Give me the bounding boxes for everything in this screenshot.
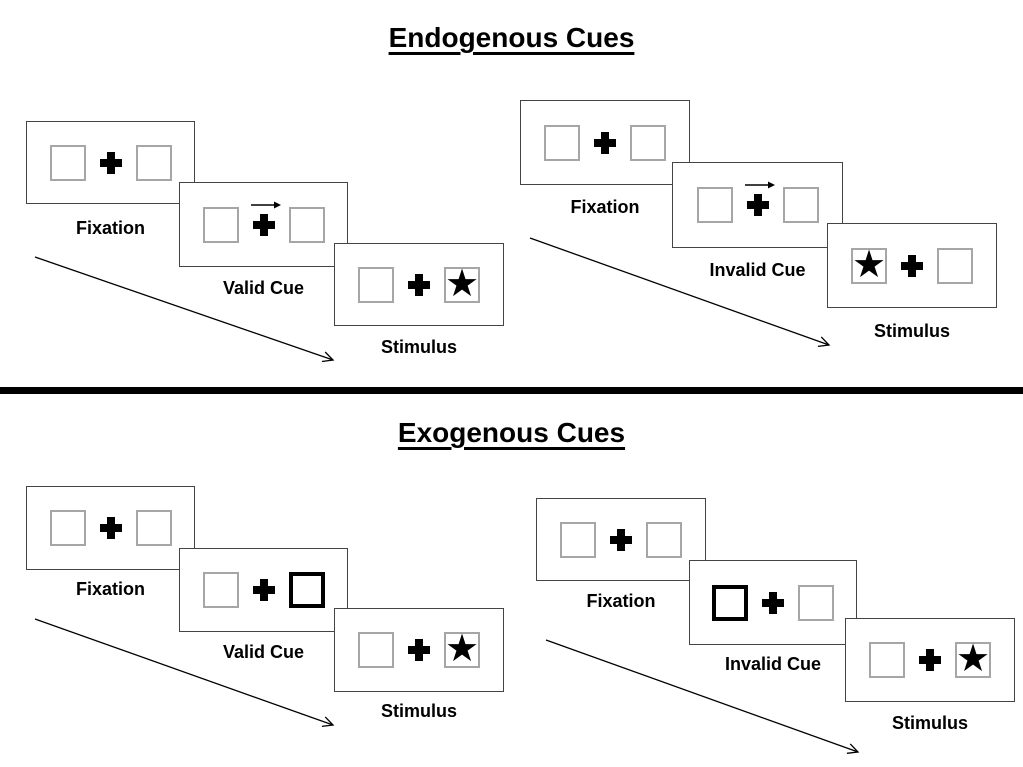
left-box: ★	[851, 241, 887, 286]
stimulus-screen: ★	[845, 618, 1015, 702]
right-box	[135, 510, 172, 546]
fixation-label: Fixation	[570, 197, 640, 217]
timeline-arrow-endogenous-invalid	[529, 237, 831, 347]
section-title-endogenous: Endogenous Cues	[388, 22, 635, 53]
fixation-cross-icon	[744, 181, 775, 216]
fixation-cross-icon	[252, 579, 275, 601]
fixation-screen	[536, 498, 706, 581]
left-box	[49, 144, 86, 181]
right-box	[798, 584, 834, 621]
left-box	[869, 642, 905, 678]
right-box	[782, 187, 819, 223]
stimulus-label: Stimulus	[873, 321, 950, 341]
right-box	[135, 144, 172, 181]
fixation-label: Fixation	[586, 591, 656, 611]
stimulus-label: Stimulus	[380, 337, 457, 357]
right-box	[630, 124, 666, 161]
right-box: ★	[955, 636, 991, 680]
left-box	[358, 266, 394, 303]
section-title-exogenous: Exogenous Cues	[397, 417, 626, 448]
fixation-cross-icon	[901, 254, 923, 277]
cue-box	[288, 572, 325, 608]
fixation-cross-icon	[408, 639, 430, 661]
stimulus-screen: ★	[827, 223, 997, 308]
fixation-label: Fixation	[75, 218, 145, 238]
right-box	[288, 206, 325, 243]
cue-screen	[672, 162, 843, 248]
fixation-cross-icon	[919, 649, 941, 671]
timeline-arrow-exogenous-valid	[34, 618, 335, 728]
section-divider	[0, 387, 1023, 394]
cue-box	[712, 584, 748, 621]
star-icon: ★	[955, 636, 991, 680]
right-box	[646, 521, 682, 558]
timeline-arrow-endogenous-valid	[34, 256, 335, 363]
cue-screen	[179, 548, 348, 632]
fixation-cross-icon	[99, 151, 122, 174]
right-box	[937, 247, 973, 284]
fixation-cross-icon	[408, 273, 430, 296]
cue-screen	[689, 560, 857, 645]
cue-label: Invalid Cue	[724, 654, 822, 674]
fixation-cross-icon	[99, 517, 122, 539]
fixation-screen	[26, 121, 195, 204]
fixation-label: Fixation	[75, 579, 145, 599]
left-box	[358, 632, 394, 668]
left-box	[696, 187, 733, 223]
left-box	[560, 521, 596, 558]
fixation-cross-icon	[594, 131, 616, 154]
fixation-cross-icon	[610, 528, 632, 551]
cue-screen	[179, 182, 348, 267]
left-box	[49, 510, 86, 546]
stimulus-screen: ★	[334, 608, 504, 692]
right-box: ★	[444, 626, 480, 670]
right-arrow-icon	[250, 201, 281, 208]
fixation-screen	[26, 486, 195, 570]
fixation-screen	[520, 100, 690, 185]
cue-label: Valid Cue	[222, 278, 305, 298]
stimulus-label: Stimulus	[380, 701, 457, 721]
fixation-cross-icon	[250, 201, 281, 236]
right-arrow-icon	[744, 181, 775, 189]
star-icon: ★	[851, 241, 887, 286]
left-box	[202, 206, 239, 243]
star-icon: ★	[444, 260, 480, 305]
left-box	[544, 124, 580, 161]
stimulus-label: Stimulus	[891, 713, 968, 733]
cue-label: Valid Cue	[222, 642, 305, 662]
fixation-cross-icon	[762, 591, 784, 614]
star-icon: ★	[444, 626, 480, 670]
right-box: ★	[444, 260, 480, 305]
cue-label: Invalid Cue	[709, 260, 806, 280]
stimulus-screen: ★	[334, 243, 504, 326]
left-box	[202, 572, 239, 608]
